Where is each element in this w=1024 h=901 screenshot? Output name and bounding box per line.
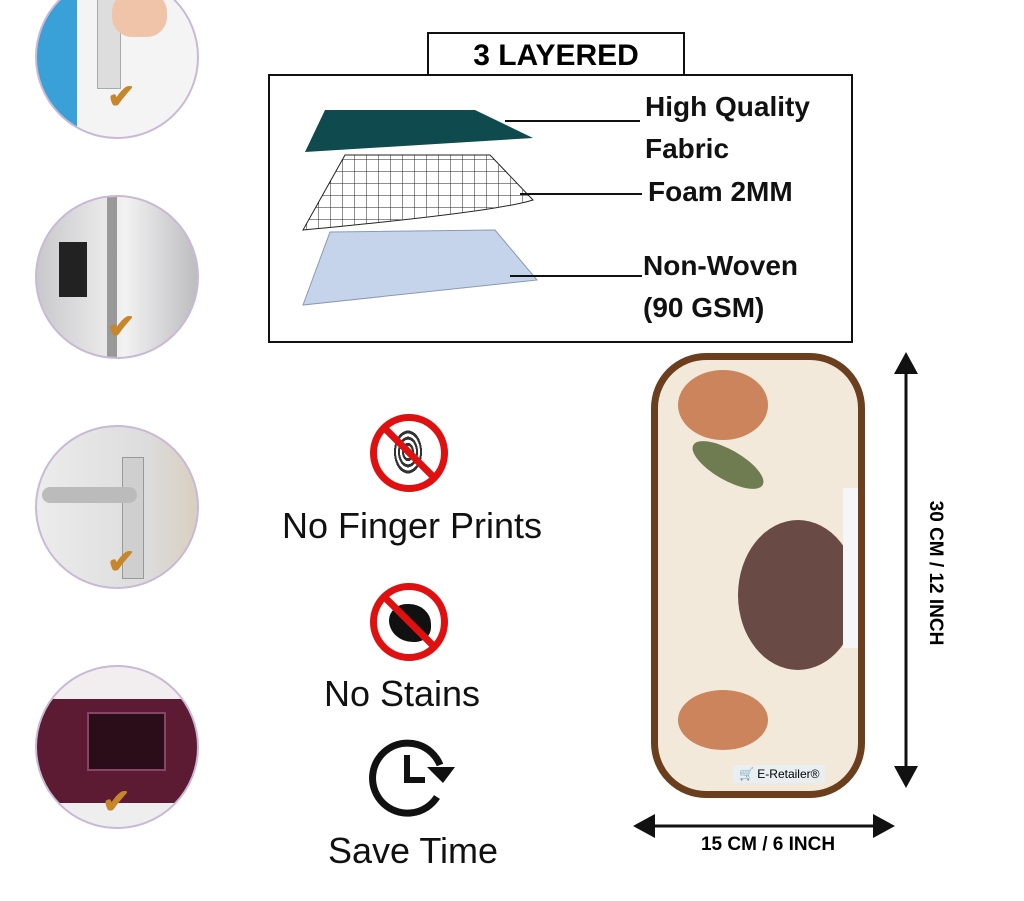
foam-layer [302, 154, 534, 231]
layers-title: 3 LAYERED [427, 32, 685, 76]
width-arrow-icon [633, 814, 895, 838]
clock-icon [369, 739, 455, 817]
layers-illustration [302, 110, 538, 306]
refrigerator-door-photo: ✔ [35, 195, 199, 359]
product-cover-image: 🛒 E-Retailer® [651, 353, 865, 798]
width-label: 15 CM / 6 INCH [700, 834, 836, 855]
fabric-layer [305, 110, 533, 152]
no-fingerprint-icon [370, 414, 448, 492]
feature-no-stains: No Stains [323, 673, 481, 714]
no-stain-icon [370, 583, 448, 661]
non-woven-layer [302, 229, 538, 306]
height-arrow-icon [894, 352, 918, 788]
layers-box [268, 74, 853, 343]
microwave-photo: ✔ [35, 665, 199, 829]
check-icon: ✔ [107, 543, 136, 581]
layer-label-foam: Foam 2MM [648, 176, 793, 207]
feature-save-time: Save Time [327, 830, 499, 871]
layer-label-fabric: High Quality Fabric [645, 91, 810, 164]
brand-label: 🛒 E-Retailer® [733, 765, 826, 783]
height-label: 30 CM / 12 INCH [925, 500, 946, 646]
fridge-handle-photo: ✔ [35, 0, 199, 139]
check-icon: ✔ [102, 783, 131, 821]
brand-text: E-Retailer [757, 767, 811, 781]
layer-label-nonwoven: Non-Woven (90 GSM) [643, 250, 799, 323]
check-icon: ✔ [107, 308, 136, 346]
feature-no-finger-prints: No Finger Prints [281, 505, 543, 546]
check-icon: ✔ [107, 78, 136, 116]
door-handle-photo: ✔ [35, 425, 199, 589]
